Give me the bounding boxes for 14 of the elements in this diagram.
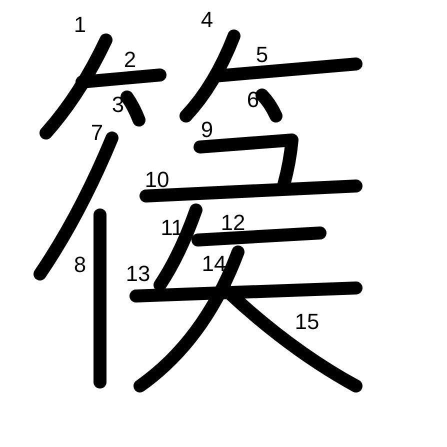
stroke-number: 11 xyxy=(160,217,184,239)
stroke-number: 5 xyxy=(256,44,268,66)
stroke-number: 2 xyxy=(124,49,136,71)
stroke-number: 14 xyxy=(202,253,226,275)
stroke-number: 4 xyxy=(200,9,214,31)
stroke-number: 10 xyxy=(144,169,170,191)
stroke-number: 6 xyxy=(246,89,260,111)
stroke-number: 9 xyxy=(200,119,214,141)
stroke-number: 13 xyxy=(126,263,150,285)
stroke-number: 7 xyxy=(90,122,104,144)
stroke-number: 8 xyxy=(74,254,86,276)
stroke-number: 12 xyxy=(220,212,246,234)
stroke-number: 15 xyxy=(294,311,320,333)
stroke-number: 1 xyxy=(74,14,86,36)
